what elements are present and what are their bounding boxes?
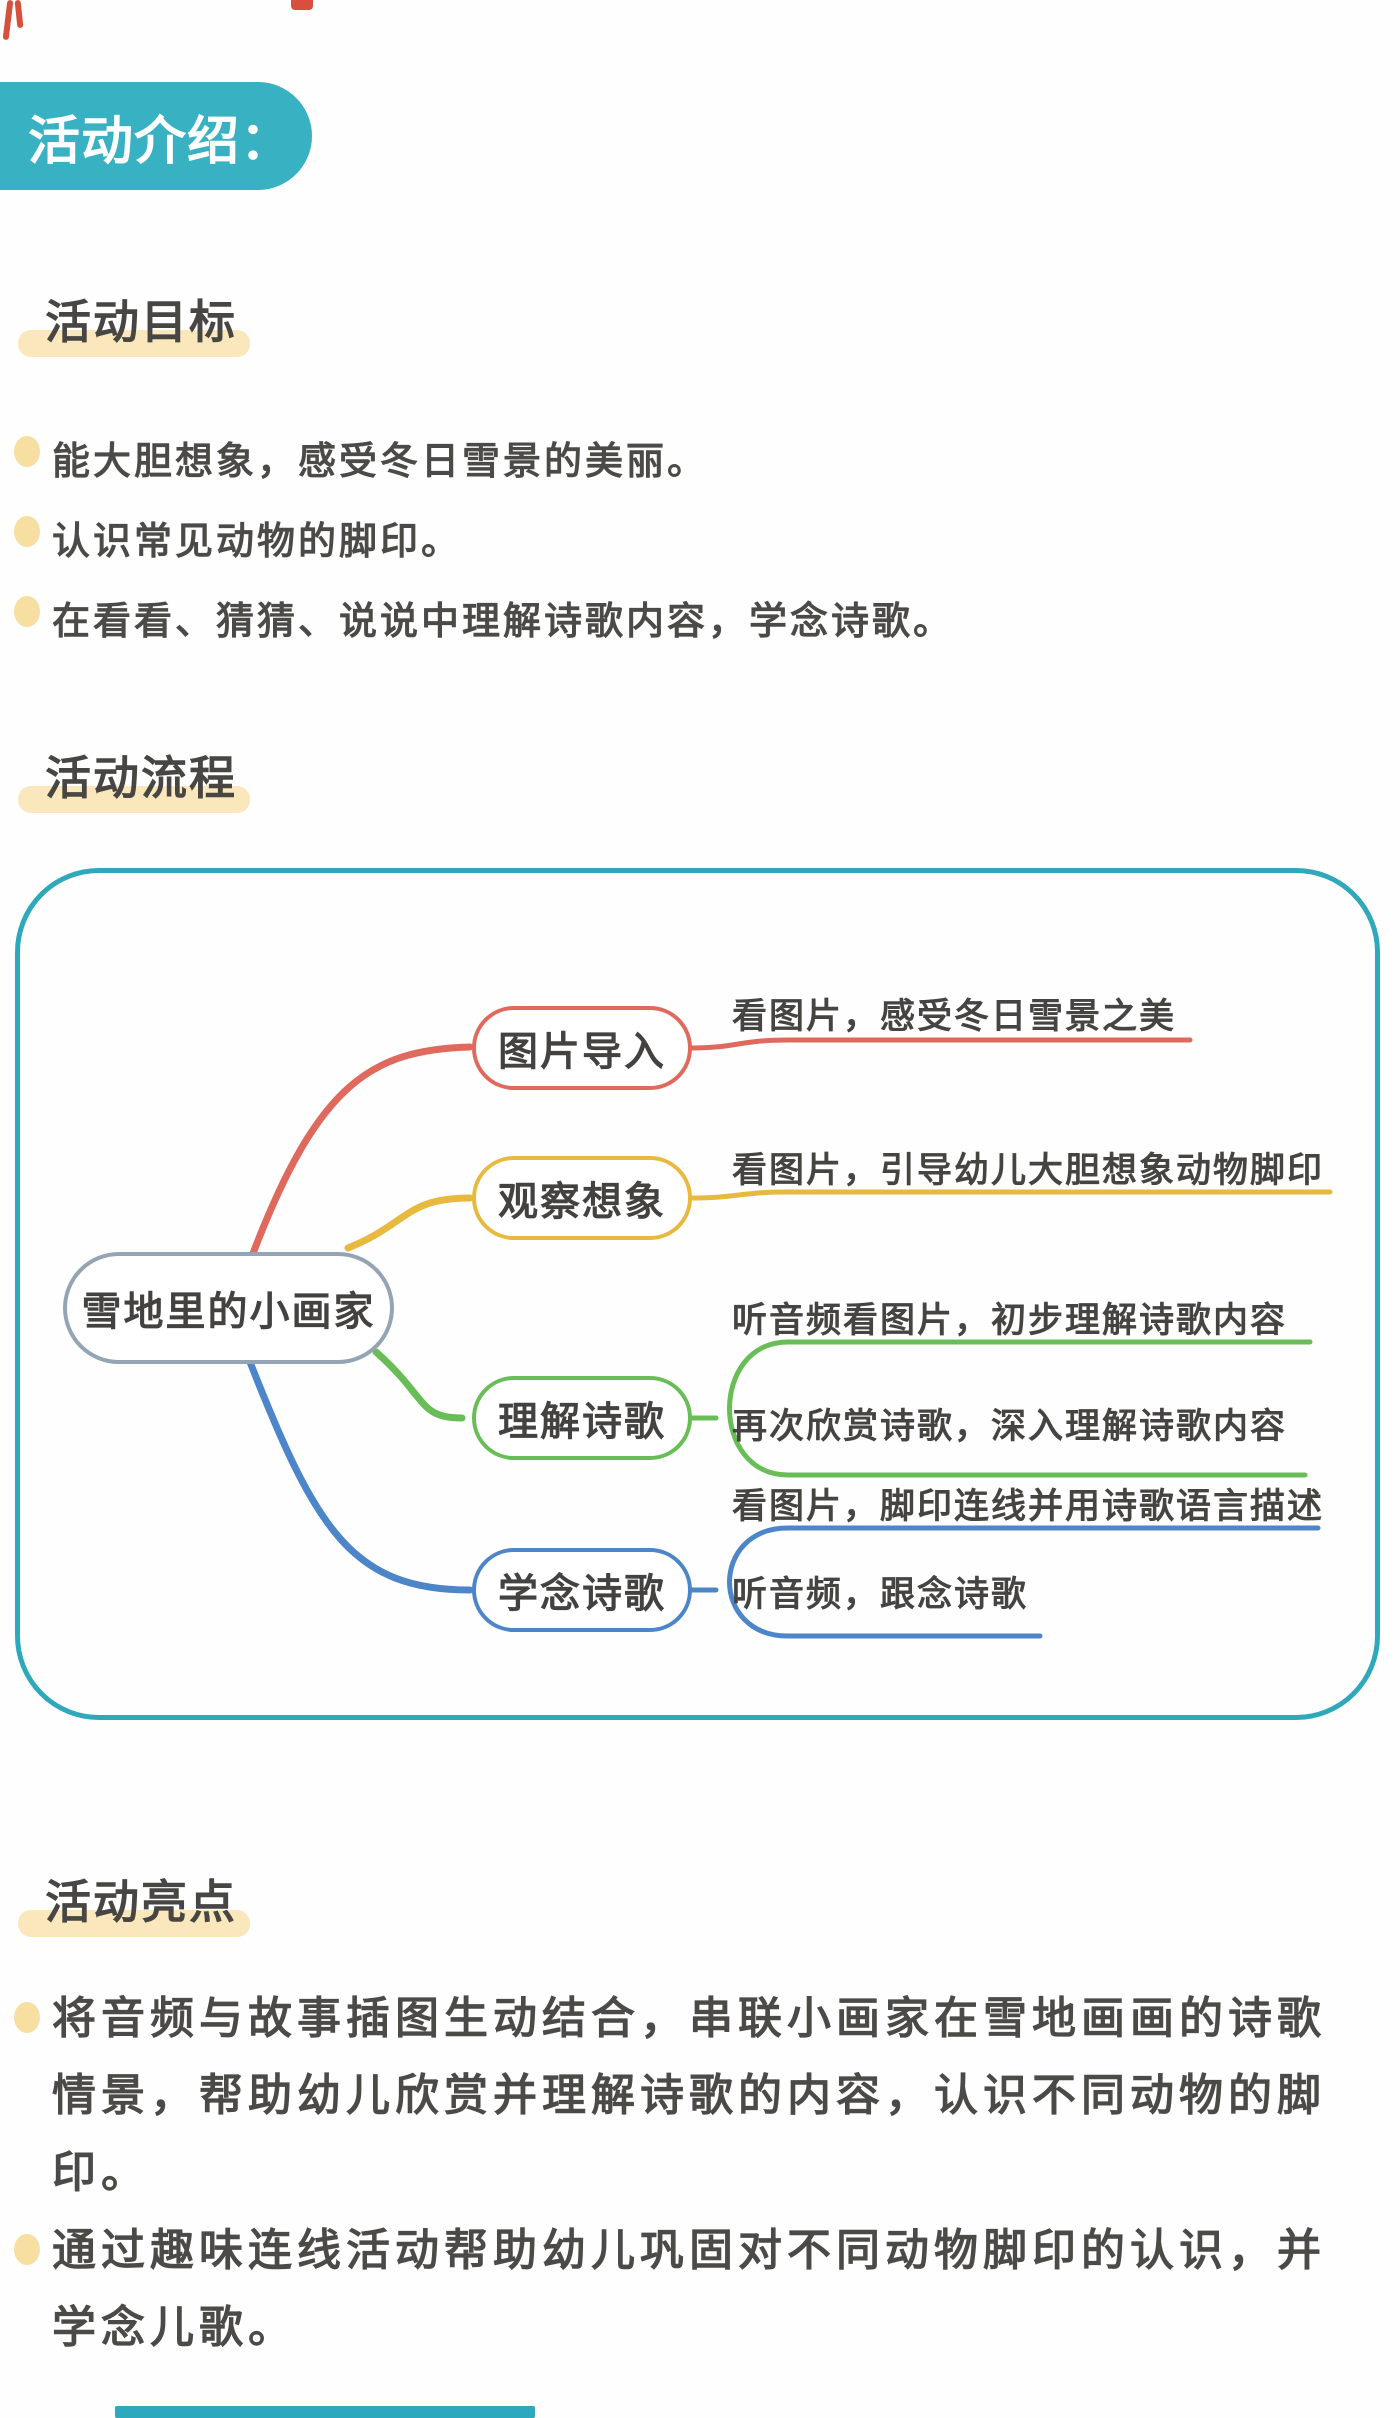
mindmap-root-node: 雪地里的小画家 (63, 1252, 394, 1364)
mindmap-leaf-text: 看图片，感受冬日雪景之美 (732, 997, 1177, 1036)
header-badge: 活动介绍： (0, 82, 312, 190)
highlight-bullet-text: 将音频与故事插图生动结合，串联小画家在雪地画画的诗歌情景，帮助幼儿欣赏并理解诗歌… (52, 1994, 1326, 2197)
mindmap-node-observe-imagine: 观察想象 (472, 1156, 692, 1240)
section-title-goals: 活动目标 (18, 286, 250, 357)
goal-bullet-text: 认识常见动物的脚印。 (52, 521, 463, 563)
torn-red-artifact (291, 0, 313, 10)
mindmap-leaf-text: 看图片，脚印连线并用诗歌语言描述 (732, 1487, 1325, 1526)
section-title-process: 活动流程 (18, 742, 250, 813)
mindmap-leaf-text: 再次欣赏诗歌，深入理解诗歌内容 (732, 1407, 1288, 1446)
mindmap-node-recite-poem: 学念诗歌 (472, 1548, 692, 1632)
mindmap-node-label: 学念诗歌 (498, 1572, 666, 1616)
mindmap-node-understand-poem: 理解诗歌 (472, 1376, 692, 1460)
highlight-bullet-text: 通过趣味连线活动帮助幼儿巩固对不同动物脚印的认识，并学念儿歌。 (52, 2226, 1326, 2352)
title-highlight-bar (18, 330, 250, 357)
bottom-divider (115, 2406, 535, 2418)
goal-bullet-text: 能大胆想象，感受冬日雪景的美丽。 (52, 441, 709, 483)
mindmap-leaf-text: 听音频，跟念诗歌 (732, 1575, 1029, 1614)
mindmap-container (15, 868, 1380, 1720)
bullet-dot (14, 516, 40, 547)
title-highlight-bar (18, 786, 250, 813)
section-title-highlights: 活动亮点 (18, 1866, 250, 1937)
mindmap-leaf-text: 听音频看图片，初步理解诗歌内容 (732, 1301, 1288, 1340)
title-highlight-bar (18, 1910, 250, 1937)
goal-bullet-text: 在看看、猜猜、说说中理解诗歌内容，学念诗歌。 (52, 601, 955, 643)
bullet-dot (14, 436, 40, 467)
torn-red-artifact (2, 0, 14, 41)
mindmap-node-label: 图片导入 (498, 1030, 666, 1074)
bullet-dot (14, 2002, 40, 2033)
bullet-dot (14, 596, 40, 627)
mindmap-leaf-text: 看图片，引导幼儿大胆想象动物脚印 (732, 1151, 1325, 1190)
mindmap-root-label: 雪地里的小画家 (81, 1290, 376, 1334)
mindmap-node-label: 理解诗歌 (498, 1400, 666, 1444)
torn-red-artifact (14, 0, 24, 29)
bullet-dot (14, 2234, 40, 2265)
mindmap-node-label: 观察想象 (498, 1180, 666, 1224)
header-badge-label: 活动介绍： (28, 112, 294, 171)
mindmap-node-picture-intro: 图片导入 (472, 1006, 692, 1090)
